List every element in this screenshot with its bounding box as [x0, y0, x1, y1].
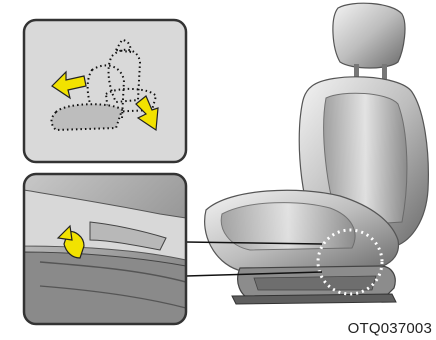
bottom-inset-panel	[24, 174, 186, 324]
figure-code-label: OTQ037003	[348, 320, 432, 337]
top-inset-panel	[24, 20, 186, 162]
seat-illustration	[205, 3, 429, 304]
